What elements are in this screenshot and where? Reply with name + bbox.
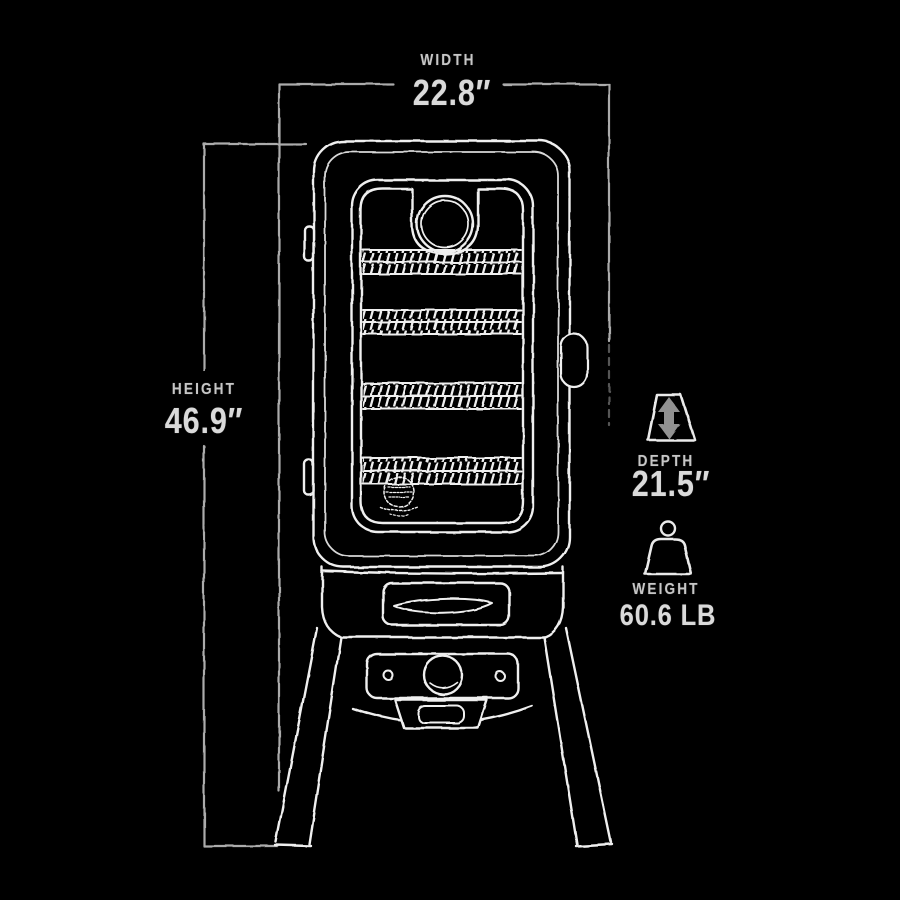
- height-dimension-label: HEIGHT: [171, 381, 237, 398]
- left-leg-outer: [274, 626, 319, 844]
- left-foot: [273, 843, 313, 848]
- legs: [273, 626, 614, 848]
- depth-spec-label: DEPTH: [637, 453, 695, 470]
- right-leg-inner: [542, 635, 579, 846]
- body-side-left: [320, 565, 343, 639]
- left-leg-inner: [307, 635, 343, 846]
- brand-logo-scribble: [379, 476, 419, 517]
- kettlebell-weight-icon: [643, 520, 693, 576]
- door-window-outer: [350, 178, 535, 534]
- weight-spec-label: WEIGHT: [632, 581, 700, 598]
- right-leg-outer: [564, 626, 613, 844]
- width-dimension-line: [277, 82, 611, 793]
- rack-1: [362, 249, 522, 275]
- control-panel: [365, 652, 520, 700]
- door-hinge-bottom: [303, 458, 315, 497]
- smoker-door-inner-edge: [324, 151, 559, 557]
- wood-chip-drawer: [381, 581, 511, 627]
- weight-spec-value: 60.6 LB: [619, 599, 717, 632]
- height-dimension-line: [202, 142, 308, 848]
- door-hinge-top: [303, 224, 315, 263]
- grease-tray: [393, 698, 489, 730]
- depth-spec-value: 21.5″: [631, 463, 711, 504]
- dimension-lines: [202, 82, 611, 848]
- width-dimension-value: 22.8″: [412, 72, 492, 113]
- width-dimension-label: WIDTH: [420, 52, 476, 69]
- right-foot: [574, 842, 614, 848]
- panel-screw-right: [494, 670, 506, 682]
- cooking-racks: [362, 249, 522, 485]
- control-knob: [422, 654, 464, 696]
- temperature-gauge-inner: [420, 199, 470, 249]
- smoker-illustration: [273, 139, 614, 848]
- body-seam: [320, 569, 565, 575]
- body-side-right: [543, 565, 565, 639]
- height-dimension-value: 46.9″: [164, 400, 244, 441]
- door-handle: [559, 332, 589, 389]
- panel-screw-left: [382, 669, 394, 681]
- rack-4: [362, 457, 522, 485]
- door-window-inner: [359, 187, 525, 525]
- depth-double-arrow-icon: [646, 393, 697, 442]
- spec-icons: [643, 393, 697, 576]
- rack-2: [362, 309, 522, 335]
- rack-3: [362, 382, 522, 410]
- temperature-gauge: [415, 194, 475, 254]
